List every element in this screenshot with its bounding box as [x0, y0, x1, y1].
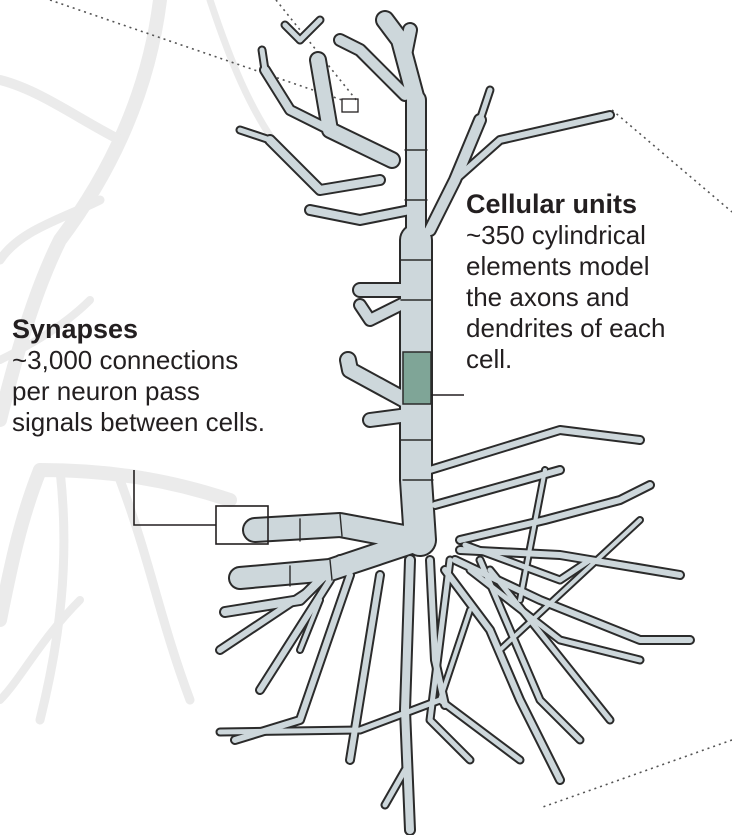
cellular-units-line: dendrites of each: [466, 313, 732, 344]
synapses-heading: Synapses: [12, 313, 352, 345]
synapses-caption: Synapses ~3,000 connections per neuron p…: [12, 313, 352, 438]
cellular-units-line: elements model: [466, 251, 732, 282]
synapses-line: ~3,000 connections: [12, 345, 352, 376]
cellular-units-heading: Cellular units: [466, 188, 732, 220]
cellular-units-line: ~350 cylindrical: [466, 220, 732, 251]
cellular-units-line: the axons and: [466, 282, 732, 313]
highlighted-element: [403, 352, 431, 404]
zoom-callout-box: [342, 99, 358, 112]
synapses-line: signals between cells.: [12, 407, 352, 438]
synapses-line: per neuron pass: [12, 376, 352, 407]
cellular-units-caption: Cellular units ~350 cylindrical elements…: [466, 188, 732, 375]
cellular-units-line: cell.: [466, 344, 732, 375]
